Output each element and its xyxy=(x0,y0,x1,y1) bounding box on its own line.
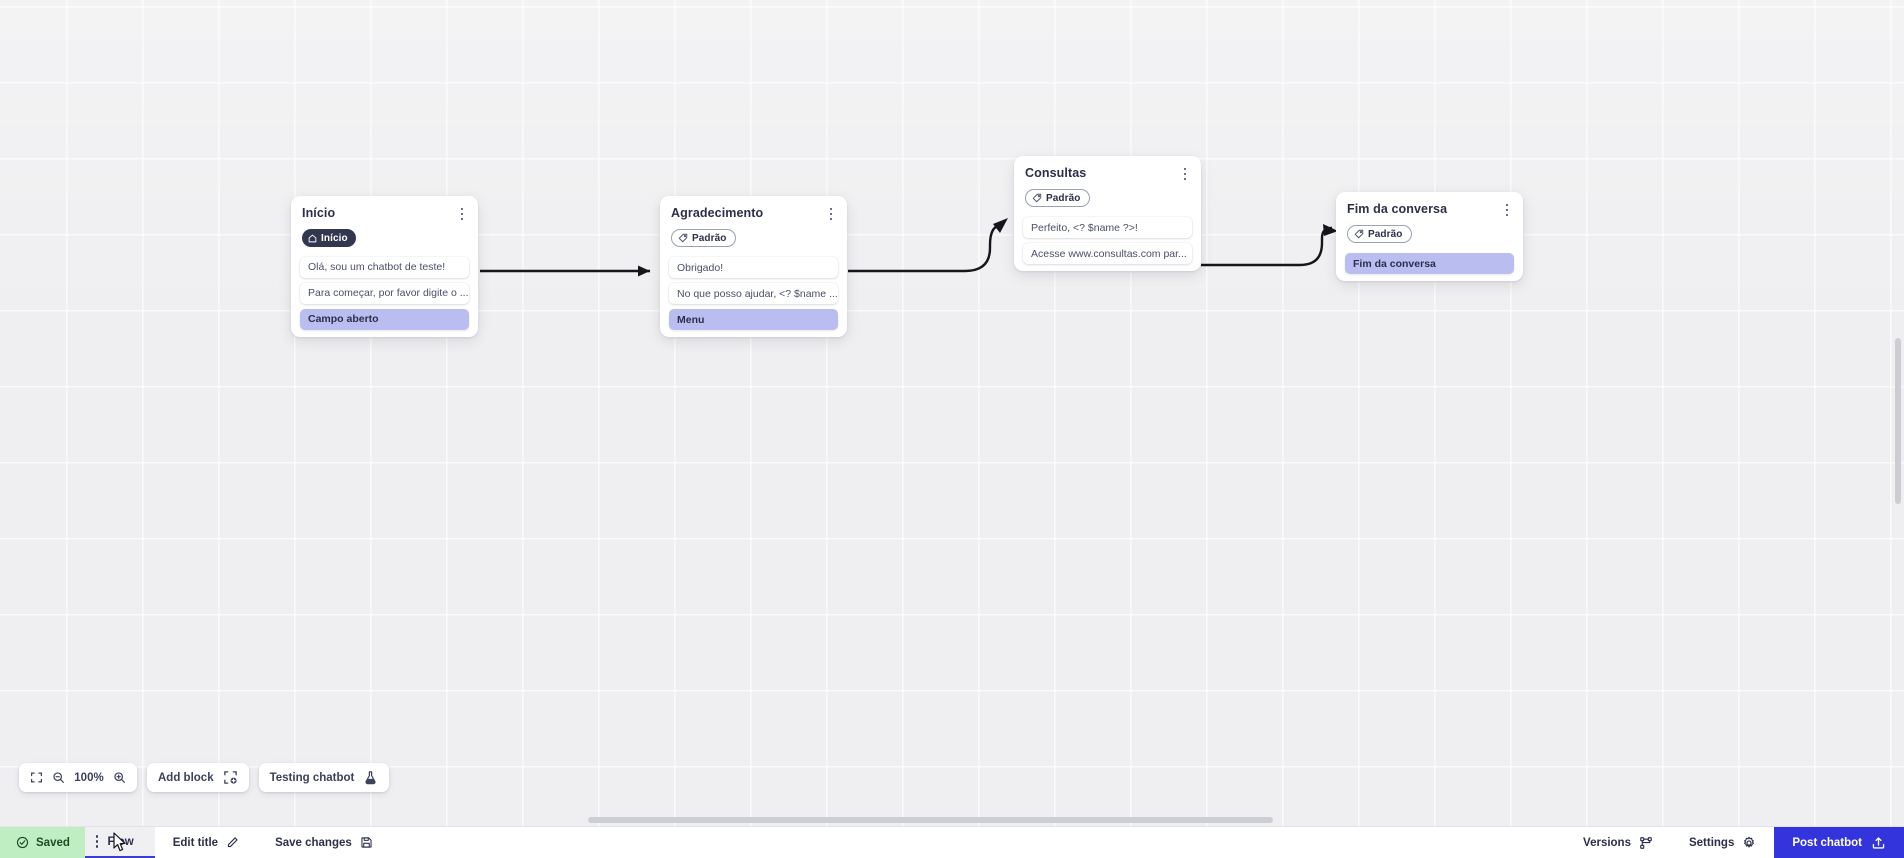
tag-icon xyxy=(1032,193,1042,203)
canvas-vignette xyxy=(0,0,1904,826)
save-changes-button[interactable]: Save changes xyxy=(257,827,391,858)
check-circle-icon xyxy=(16,836,29,849)
node-row-message[interactable]: Para começar, por favor digite o ... xyxy=(300,282,469,304)
node-header: Início xyxy=(291,196,478,221)
add-block-label: Add block xyxy=(158,771,214,784)
edge-consultas-to-fim xyxy=(1201,226,1333,267)
canvas-toolbar: 100% Add block Testing xyxy=(19,763,390,792)
node-title: Início xyxy=(302,206,336,220)
node-header: Fim da conversa xyxy=(1336,192,1523,217)
flow-canvas[interactable]: Início Início Olá, sou um chatbot de tes… xyxy=(0,0,1904,826)
post-chatbot-label: Post chatbot xyxy=(1792,836,1862,849)
node-chip-row: Padrão xyxy=(1336,217,1523,253)
node-row-message[interactable]: Olá, sou um chatbot de teste! xyxy=(300,256,469,278)
add-block-icon xyxy=(223,770,238,785)
zoom-level-value: 100% xyxy=(74,771,104,784)
tag-icon xyxy=(678,233,688,243)
zoom-in-icon[interactable] xyxy=(113,771,126,784)
settings-button[interactable]: Settings xyxy=(1671,827,1774,858)
edit-title-label: Edit title xyxy=(172,836,219,849)
node-title: Consultas xyxy=(1025,166,1087,180)
save-changes-label: Save changes xyxy=(275,836,352,849)
horizontal-scrollbar-thumb[interactable] xyxy=(588,817,1273,823)
vertical-scrollbar[interactable] xyxy=(1893,0,1904,826)
home-icon xyxy=(308,234,317,242)
node-tag-label: Padrão xyxy=(1046,192,1081,204)
drag-handle-icon[interactable] xyxy=(92,835,103,848)
node-menu-button[interactable] xyxy=(823,204,839,224)
node-title: Fim da conversa xyxy=(1347,202,1448,216)
arrowhead-1 xyxy=(638,265,650,277)
node-chip-row: Início xyxy=(291,221,478,257)
node-tag-label: Padrão xyxy=(692,232,727,244)
versions-label: Versions xyxy=(1583,836,1631,849)
node-title: Agradecimento xyxy=(671,206,764,220)
node-chip-row: Padrão xyxy=(1014,181,1201,217)
testing-chatbot-label: Testing chatbot xyxy=(269,771,355,784)
status-label: Saved xyxy=(36,836,70,849)
bottom-bar: Saved Flow Edit title Save changes Versi… xyxy=(0,826,1904,858)
node-row-message[interactable]: No que posso ajudar, <? $name ... xyxy=(669,283,838,304)
node-tag-chip[interactable]: Padrão xyxy=(1025,189,1090,207)
floppy-disk-icon xyxy=(361,837,372,848)
node-agradecimento[interactable]: Agradecimento Padrão Obrigado! No que po… xyxy=(660,196,847,337)
zoom-out-icon[interactable] xyxy=(52,771,65,784)
edit-title-button[interactable]: Edit title xyxy=(155,827,257,858)
node-row-action[interactable]: Campo aberto xyxy=(300,308,469,330)
node-menu-button[interactable] xyxy=(1499,200,1515,220)
node-menu-button[interactable] xyxy=(454,204,470,224)
node-inicio[interactable]: Início Início Olá, sou um chatbot de tes… xyxy=(291,196,478,337)
node-row-action[interactable]: Menu xyxy=(669,309,838,330)
versions-button[interactable]: Versions xyxy=(1565,827,1671,858)
node-header: Consultas xyxy=(1014,156,1201,181)
node-row-action[interactable]: Fim da conversa xyxy=(1345,253,1514,274)
tag-icon xyxy=(1354,229,1364,239)
vertical-scrollbar-thumb[interactable] xyxy=(1895,338,1901,504)
pencil-icon xyxy=(227,837,238,848)
branch-icon xyxy=(1640,836,1652,849)
post-chatbot-button[interactable]: Post chatbot xyxy=(1774,827,1904,858)
node-row-message[interactable]: Obrigado! xyxy=(669,257,838,278)
flask-icon xyxy=(363,770,378,785)
settings-label: Settings xyxy=(1688,836,1735,849)
horizontal-scrollbar[interactable] xyxy=(0,814,1904,826)
node-tag-chip[interactable]: Padrão xyxy=(1347,225,1412,243)
fit-screen-icon[interactable] xyxy=(30,771,43,784)
node-tag-label: Padrão xyxy=(1368,228,1403,240)
node-row-message[interactable]: Perfeito, <? $name ?>! xyxy=(1023,217,1192,238)
node-chip-row: Padrão xyxy=(660,221,847,257)
node-menu-button[interactable] xyxy=(1177,164,1193,184)
node-consultas[interactable]: Consultas Padrão Perfeito, <? $name ?>! … xyxy=(1014,156,1201,271)
tab-flow[interactable]: Flow xyxy=(84,827,155,858)
zoom-controls[interactable]: 100% xyxy=(19,763,137,792)
node-row-message[interactable]: Acesse www.consultas.com par... xyxy=(1023,243,1192,264)
node-header: Agradecimento xyxy=(660,196,847,221)
arrowhead-2 xyxy=(993,218,1008,233)
gear-icon xyxy=(1744,836,1755,848)
status-badge: Saved xyxy=(0,827,85,858)
testing-chatbot-button[interactable]: Testing chatbot xyxy=(258,763,390,792)
tab-flow-label: Flow xyxy=(107,835,134,848)
add-block-button[interactable]: Add block xyxy=(147,763,249,792)
node-fim-da-conversa[interactable]: Fim da conversa Padrão Fim da conversa xyxy=(1336,192,1523,281)
upload-icon xyxy=(1872,837,1885,849)
bottom-bar-spacer xyxy=(391,827,1565,858)
connector-layer xyxy=(480,218,1338,277)
edge-agradecimento-to-consultas xyxy=(848,223,1003,273)
node-tag-chip[interactable]: Início xyxy=(302,229,356,247)
node-tag-chip[interactable]: Padrão xyxy=(671,229,736,247)
node-tag-label: Início xyxy=(321,232,348,244)
